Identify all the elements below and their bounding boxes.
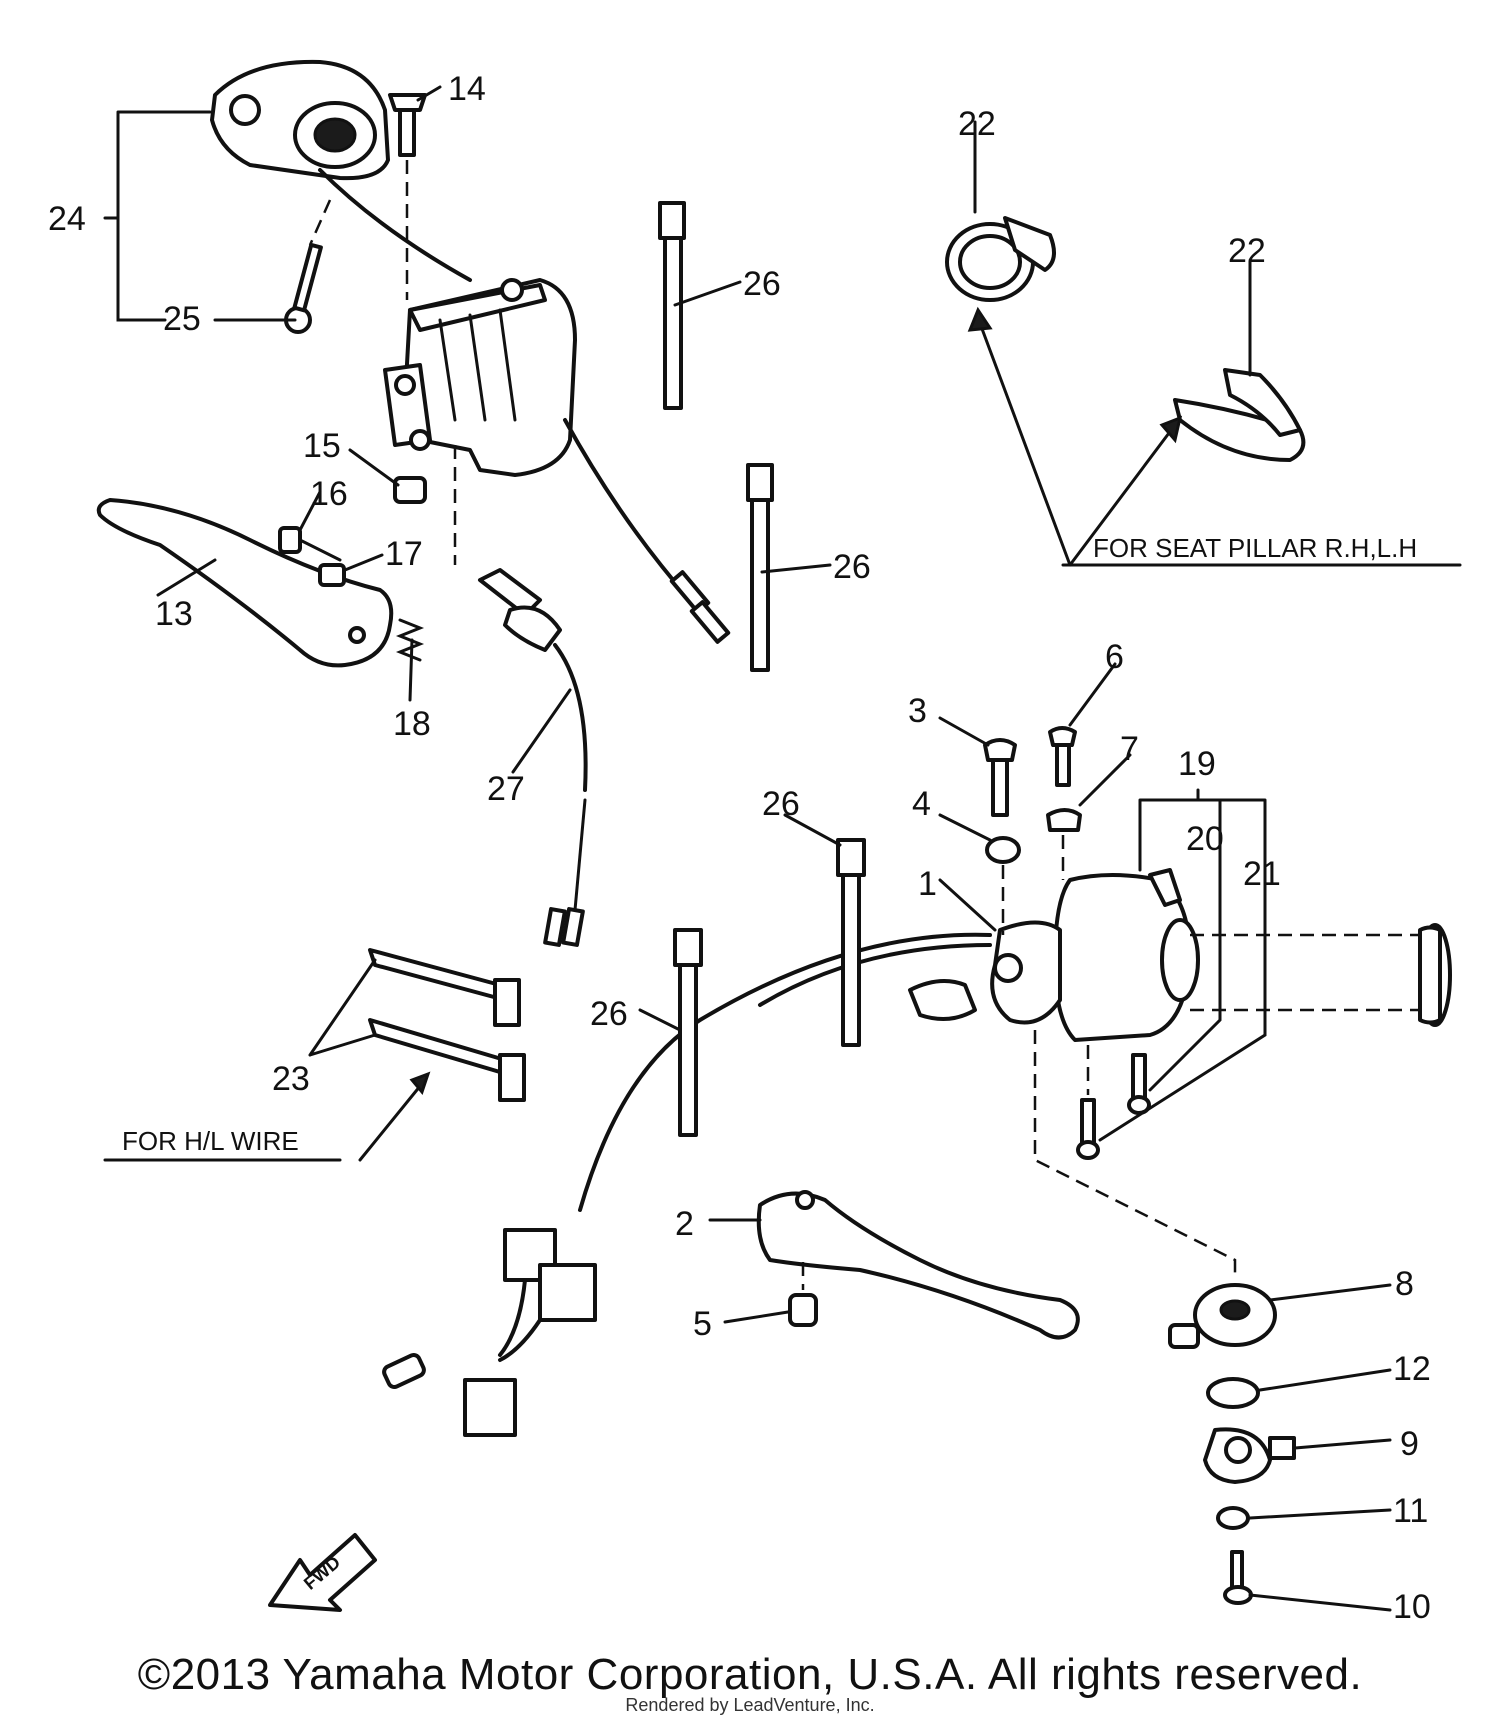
callout-25: 25 — [163, 300, 201, 338]
band-22-b — [1173, 368, 1306, 462]
washer-11 — [1216, 1506, 1250, 1530]
screw-25 — [284, 242, 323, 334]
callout-5: 5 — [693, 1305, 712, 1343]
callout-19: 19 — [1178, 745, 1216, 783]
lever-bracket — [908, 920, 1062, 1025]
callout-26-d: 26 — [590, 995, 628, 1033]
callout-6: 6 — [1105, 638, 1124, 676]
callout-9: 9 — [1400, 1425, 1419, 1463]
callout-26-a: 26 — [743, 265, 781, 303]
copyright-notice: ©2013 Yamaha Motor Corporation, U.S.A. A… — [137, 1650, 1363, 1699]
screw-10 — [1223, 1550, 1253, 1605]
cable-tie-26-a — [658, 201, 686, 410]
harness-wire — [578, 932, 992, 1212]
callout-14: 14 — [448, 70, 486, 108]
note-hl-wire: FOR H/L WIRE — [122, 1126, 299, 1156]
adjuster-8 — [1168, 1283, 1277, 1349]
harness-connector-lower — [382, 1352, 517, 1437]
callout-11: 11 — [1393, 1492, 1428, 1530]
bolt-16 — [278, 526, 342, 562]
screw-20 — [1127, 1053, 1151, 1115]
connector-pair — [669, 570, 731, 644]
callout-4: 4 — [912, 785, 931, 823]
nut-5 — [788, 1293, 818, 1327]
callout-21: 21 — [1243, 855, 1281, 893]
callout-3: 3 — [908, 692, 927, 730]
callout-10: 10 — [1393, 1588, 1431, 1626]
band-23-a — [368, 948, 521, 1027]
cable-tie-26-d — [673, 928, 703, 1137]
callout-18: 18 — [393, 705, 431, 743]
washer-4 — [985, 836, 1021, 864]
spring-18 — [395, 618, 425, 662]
callout-22-a: 22 — [958, 105, 996, 143]
nut-15 — [393, 476, 427, 504]
note-seat-pillar: FOR SEAT PILLAR R.H,L.H — [1093, 533, 1417, 563]
switch-9 — [1203, 1427, 1296, 1484]
callout-27: 27 — [487, 770, 525, 808]
switch-27-wire — [553, 643, 588, 792]
callout-26-b: 26 — [833, 548, 871, 586]
callout-2: 2 — [675, 1205, 694, 1243]
nut-17 — [318, 563, 346, 587]
screw-14 — [388, 93, 427, 157]
switch-27-connectors — [543, 798, 587, 947]
rendered-by-text: Rendered by LeadVenture, Inc. — [625, 1695, 875, 1715]
right-switch-housing — [1053, 868, 1200, 1042]
band-22-a — [945, 216, 1056, 302]
screw-21 — [1076, 1098, 1100, 1160]
leader-lines — [103, 85, 1462, 1612]
callout-15: 15 — [303, 427, 341, 465]
cable-tie-26-b — [746, 463, 774, 672]
lever-13 — [96, 498, 394, 668]
washer-7 — [1046, 808, 1082, 832]
callout-23: 23 — [272, 1060, 310, 1098]
callout-24: 24 — [48, 200, 86, 238]
bracket-wire — [563, 418, 692, 602]
left-switch-wire — [318, 168, 472, 282]
cable-tie-26-c — [836, 838, 866, 1047]
screw-6 — [1048, 726, 1077, 787]
callout-labels: 24 25 14 15 16 17 13 18 27 26 26 26 26 2… — [48, 70, 1431, 1626]
seat-pillar-arrows — [967, 306, 1183, 567]
harness-connector-upper — [503, 1228, 597, 1322]
callout-7: 7 — [1120, 730, 1139, 768]
band-23-b — [368, 1018, 526, 1102]
callout-17: 17 — [385, 535, 423, 573]
callout-13: 13 — [155, 595, 193, 633]
grip — [1190, 923, 1452, 1027]
assembly-line — [308, 199, 332, 246]
callout-1: 1 — [918, 865, 937, 903]
callout-26-c: 26 — [762, 785, 800, 823]
brake-switch-27 — [478, 568, 562, 652]
fwd-arrow — [268, 1533, 377, 1612]
callout-22-b: 22 — [1228, 232, 1266, 270]
washer-12 — [1206, 1377, 1260, 1409]
callout-8: 8 — [1395, 1265, 1414, 1303]
lever-2 — [756, 1191, 1080, 1340]
left-switch-housing — [210, 59, 390, 181]
bolt-3 — [983, 738, 1017, 817]
callout-20: 20 — [1186, 820, 1224, 858]
callout-12: 12 — [1393, 1350, 1431, 1388]
callout-16: 16 — [310, 475, 348, 513]
master-cylinder-bracket — [383, 278, 577, 477]
